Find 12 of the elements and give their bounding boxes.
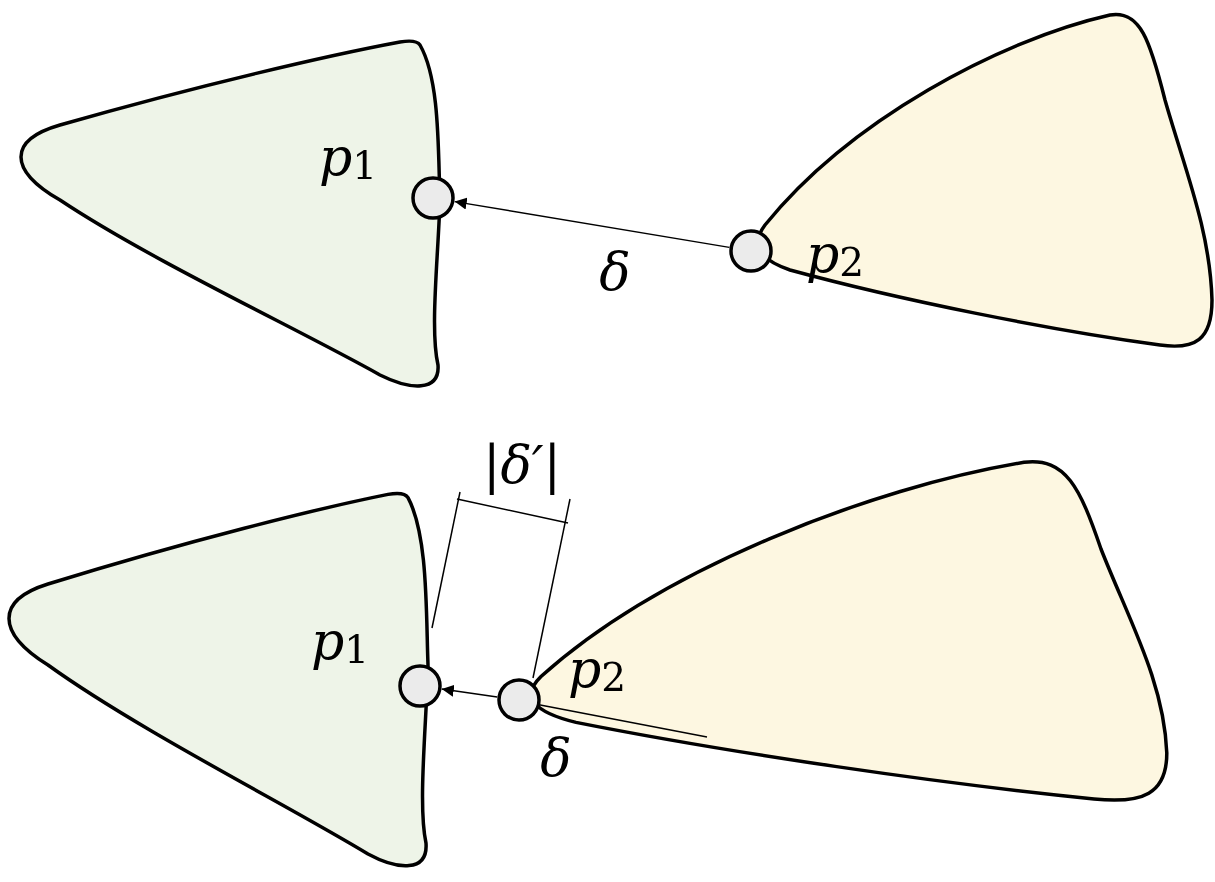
point-circle [729,229,773,273]
edge-label: δ [599,246,631,298]
arrow [441,684,498,698]
arrow [453,197,731,249]
point-label: p$_{2}$ [567,643,627,697]
point-label: p$_{2}$ [805,228,865,282]
point-label: p$_{1}$ [318,131,378,185]
point-circle [398,664,442,708]
point-circle [497,678,541,722]
point-circle [411,176,455,220]
edge-label: δ [540,732,572,784]
point-label: p$_{1}$ [310,615,370,669]
